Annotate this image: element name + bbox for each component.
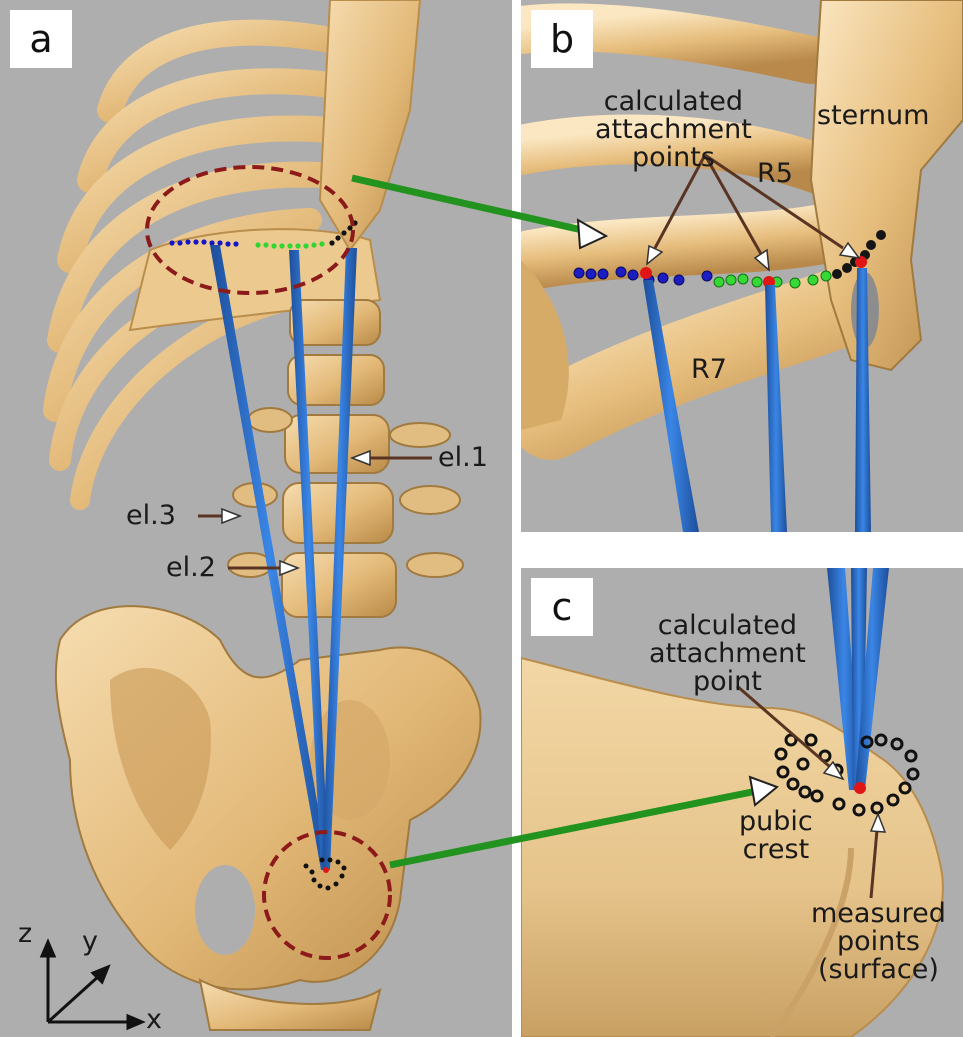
panel-c-label: c — [531, 578, 593, 636]
panel-c: c calculated attachment point pubic cres… — [521, 568, 963, 1037]
panel-a-label: a — [10, 10, 72, 68]
electrode-3-label: el.3 — [126, 502, 176, 530]
pubic-crest-label: pubic crest — [739, 808, 813, 864]
panel-b-label: b — [531, 10, 593, 68]
panel-a: a el.1 el.3 el.2 z y x — [0, 0, 512, 1037]
sternum-label: sternum — [817, 102, 929, 130]
r7-label: R7 — [691, 356, 727, 384]
calculated-attachment-points-label: calculated attachment points — [595, 88, 752, 172]
calculated-attachment-point-label: calculated attachment point — [649, 612, 806, 696]
electrode-1-label: el.1 — [438, 444, 488, 472]
panel-b: b calculated attachment points sternum R… — [521, 0, 963, 532]
measured-points-label: measured points (surface) — [811, 900, 946, 984]
axis-y-label: y — [82, 928, 98, 956]
panel-a-illustration — [0, 0, 512, 1037]
axis-z-label: z — [18, 920, 32, 948]
electrode-2-label: el.2 — [166, 554, 216, 582]
r5-label: R5 — [757, 160, 793, 188]
axis-x-label: x — [146, 1006, 162, 1034]
panel-b-illustration — [521, 0, 963, 532]
